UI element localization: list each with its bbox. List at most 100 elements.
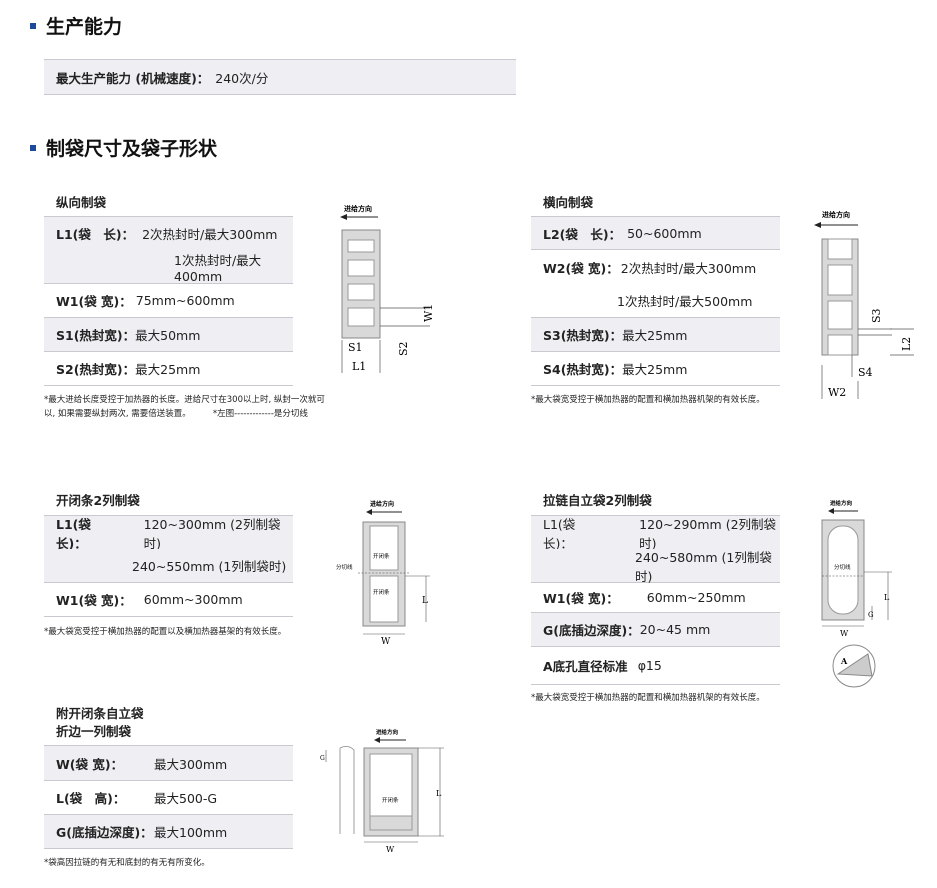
bag-cell xyxy=(347,239,375,253)
table-row: W2(袋 宽)：2次热封时/最大300mm xyxy=(531,250,780,284)
horizontal-title: 横向制袋 xyxy=(543,195,594,210)
row-value: 最大50mm xyxy=(135,328,201,343)
bag-cell xyxy=(827,264,853,296)
row-value: 1次热封时/最大500mm xyxy=(617,294,753,309)
bag-cell xyxy=(369,525,399,571)
direction-label: 进给方向 xyxy=(822,210,850,219)
l2-label: L2 xyxy=(900,337,913,351)
s2-label: S2 xyxy=(397,341,410,356)
l-label: L xyxy=(884,593,890,602)
table-row: 1次热封时/最大500mm xyxy=(531,284,780,318)
table-row: W1(袋 宽)：60mm~250mm xyxy=(531,583,780,613)
capacity-label: 最大生产能力 (机械速度)： xyxy=(56,70,210,86)
bag-cell xyxy=(827,300,853,330)
direction-label: 进给方向 xyxy=(344,204,372,213)
arrow-head-icon xyxy=(814,222,821,228)
standup1-title-line1: 附开闭条自立袋 xyxy=(56,706,144,721)
row-value: 75mm~600mm xyxy=(135,293,235,308)
row-key: L1(袋 长)： xyxy=(56,516,104,551)
row-value: 120~290mm (2列制袋时) xyxy=(639,516,777,551)
arrow-head-icon xyxy=(828,508,834,514)
arrow-head-icon xyxy=(340,214,347,220)
s1-label: S1 xyxy=(348,341,363,354)
w2-label: W2 xyxy=(828,386,846,399)
row-key: G(底插边深度)： xyxy=(543,623,640,638)
vertical-note-line1: *最大进给长度受控于加热器的长度。进给尺寸在300以上时, 纵封一次就可 xyxy=(44,395,325,405)
vertical-note-line2: 以, 如果需要纵封两次, 需要倍送装置。 xyxy=(44,409,191,419)
section-title-capacity: 生产能力 xyxy=(30,12,122,39)
l-label: L xyxy=(422,596,428,606)
l1-label: L1 xyxy=(352,360,366,373)
w-label: W xyxy=(840,629,849,638)
table-row: S3(热封宽)：最大25mm xyxy=(531,318,780,352)
arrow-head-icon xyxy=(374,737,380,743)
row-value: 最大25mm xyxy=(622,328,688,343)
zipper2-title: 开闭条2列制袋 xyxy=(56,493,140,508)
bottom-gusset xyxy=(369,815,413,831)
table-row: L1(袋 长)： 120~290mm (2列制袋时) xyxy=(531,515,780,551)
bullet-square-icon xyxy=(30,144,36,151)
row-key: W1(袋 宽)： xyxy=(56,294,132,309)
g-label: G xyxy=(320,755,325,762)
gusset-shape xyxy=(836,653,873,677)
row-value: 最大300mm xyxy=(154,756,228,772)
zip-label: 开闭条 xyxy=(382,796,399,804)
bullet-square-icon xyxy=(30,22,36,29)
table-row: L2(袋 长)： 50~600mm xyxy=(531,216,780,250)
g-label: G xyxy=(868,611,874,619)
arrow-head-icon xyxy=(366,509,372,515)
row-key: W2(袋 宽)： xyxy=(543,260,619,276)
zipper2-bag-diagram: 进给方向 分切线 开闭条 开闭条 L W xyxy=(336,500,430,647)
standup1-bag-diagram: 进给方向 开闭条 G L W xyxy=(320,728,444,854)
zip-label: 开闭条 xyxy=(373,552,390,560)
cut-label: 分切线 xyxy=(336,563,353,571)
row-value: 20~45 mm xyxy=(639,622,711,637)
table-row: G(底插边深度)：最大100mm xyxy=(44,815,293,849)
bag-cell xyxy=(369,575,399,623)
table-row: W1(袋 宽)： 60mm~300mm xyxy=(44,583,293,617)
row-key: L1(袋 长)： xyxy=(543,516,588,551)
row-key: S2(热封宽)： xyxy=(56,362,136,377)
row-key: S1(热封宽)： xyxy=(56,328,136,343)
w-label: W xyxy=(386,845,395,854)
row-value: 最大500-G xyxy=(154,791,218,806)
vertical-note: *最大进给长度受控于加热器的长度。进给尺寸在300以上时, 纵封一次就可 以, … xyxy=(44,393,325,421)
capacity-value: 240次/分 xyxy=(215,70,269,86)
bag-cell xyxy=(827,238,853,260)
row-value: 60mm~300mm xyxy=(143,592,243,607)
row-key: L2(袋 长)： xyxy=(543,226,622,242)
row-key: S3(热封宽)： xyxy=(543,328,623,343)
folded-edge xyxy=(339,746,355,834)
table-row: S2(热封宽)：最大25mm xyxy=(44,352,293,386)
capacity-row: 最大生产能力 (机械速度)： 240次/分 xyxy=(44,59,516,95)
row-key: A底孔直径标准 xyxy=(543,659,628,674)
row-value: 50~600mm xyxy=(627,225,702,241)
standup1-note: *袋高因拉链的有无和底封的有无有所变化。 xyxy=(44,858,210,868)
row-value: 最大25mm xyxy=(135,362,201,377)
table-row: 240~550mm (1列制袋时) xyxy=(44,549,293,583)
row-value: 2次热封时/最大300mm xyxy=(142,227,278,242)
direction-label: 进给方向 xyxy=(370,500,394,508)
direction-label: 进给方向 xyxy=(830,499,853,507)
row-value: 2次热封时/最大300mm xyxy=(620,260,757,276)
row-key: S4(热封宽)： xyxy=(543,362,623,377)
table-row: W1(袋 宽)：75mm~600mm xyxy=(44,284,293,318)
bag-title: 制袋尺寸及袋子形状 xyxy=(46,138,218,160)
horizontal-bag-diagram: 进给方向 S3 L2 S4 W2 xyxy=(814,210,914,399)
row-key: L1(袋 长)： xyxy=(56,227,135,242)
w-label: W xyxy=(381,637,391,647)
standup2-note: *最大袋宽受控于横加热器的配置和横加热器机架的有效长度。 xyxy=(531,693,765,703)
row-key: W1(袋 宽)： xyxy=(56,593,132,608)
w1-label: W1 xyxy=(422,304,435,322)
capacity-title: 生产能力 xyxy=(46,16,123,38)
standup1-title: 附开闭条自立袋 折边一列制袋 xyxy=(56,705,144,741)
section-title-bag: 制袋尺寸及袋子形状 xyxy=(30,134,217,161)
row-value: 120~300mm (2列制袋时) xyxy=(143,516,281,551)
s4-label: S4 xyxy=(858,366,873,379)
row-key: W(袋 宽)： xyxy=(56,756,124,772)
bag-cell xyxy=(827,525,859,615)
row-value: 最大25mm xyxy=(622,362,688,377)
vertical-title: 纵向制袋 xyxy=(56,195,107,210)
vertical-note-line3: *左图-------------是分切线 xyxy=(212,409,308,419)
